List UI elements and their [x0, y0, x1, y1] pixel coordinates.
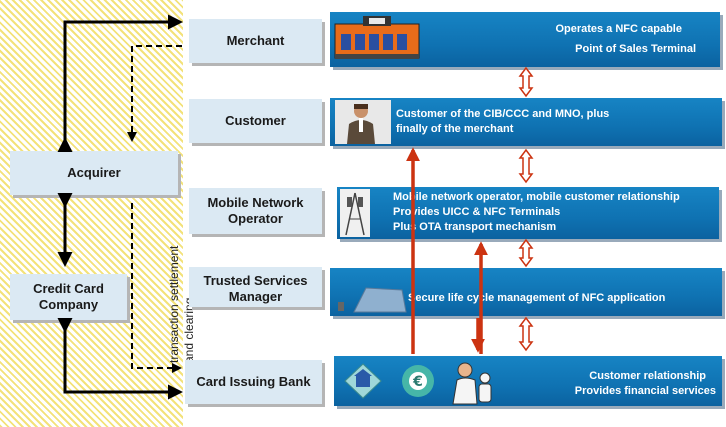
- trusted-services-manager-box: Trusted Services Manager: [189, 267, 322, 307]
- ccc-bank-arrow: [57, 318, 183, 400]
- antenna-tower-icon: [340, 189, 370, 237]
- acquirer-box: Acquirer: [10, 151, 178, 195]
- svg-text:€: €: [412, 374, 423, 390]
- customer-description-bar: Customer of the CIB/CCC and MNO, plus fi…: [330, 98, 722, 146]
- mno-desc-line3: Plus OTA transport mechanism: [393, 221, 557, 233]
- settlement-dashed-arrow: [131, 203, 182, 373]
- merchant-desc-line1: Operates a NFC capable: [555, 23, 682, 35]
- mno-label-line1: Mobile Network: [207, 195, 304, 210]
- bank-desc-line1: Customer relationship: [589, 370, 706, 382]
- bank-desc-line2: Provides financial services: [574, 385, 716, 397]
- store-icon: [334, 16, 420, 59]
- tsm-label-line1: Trusted Services: [203, 273, 308, 288]
- credit-card-company-line2: Company: [38, 297, 99, 312]
- merchant-acquirer-dashed-arrow: [127, 45, 182, 142]
- acquirer-label: Acquirer: [67, 165, 121, 180]
- credit-card-company-box: Credit Card Company: [10, 274, 127, 320]
- customer-desc-line2: finally of the merchant: [396, 123, 514, 135]
- banker-icon: [452, 362, 492, 405]
- card-issuing-bank-box: Card Issuing Bank: [185, 360, 322, 404]
- customer-desc-line1: Customer of the CIB/CCC and MNO, plus: [396, 108, 610, 120]
- mobile-network-operator-box: Mobile Network Operator: [189, 188, 322, 234]
- merchant-label: Merchant: [226, 33, 285, 48]
- card-issuing-bank-label: Card Issuing Bank: [196, 374, 311, 389]
- fingerprint-device-icon: [338, 287, 407, 313]
- customer-box: Customer: [189, 99, 322, 143]
- tsm-desc-line1: Secure life cycle management of NFC appl…: [408, 292, 666, 304]
- bank-description-bar: Customer relationship Provides financial…: [334, 356, 722, 406]
- merchant-desc-line2: Point of Sales Terminal: [575, 43, 696, 55]
- merchant-box: Merchant: [189, 19, 322, 63]
- mno-desc-line2: Provides UICC & NFC Terminals: [393, 206, 561, 218]
- acquirer-merchant-arrow: [57, 14, 183, 152]
- bank-building-icon: [344, 363, 382, 399]
- mno-description-bar: Mobile network operator, mobile customer…: [337, 187, 719, 239]
- credit-card-company-line1: Credit Card: [33, 281, 104, 296]
- customer-label: Customer: [225, 113, 286, 128]
- mno-desc-line1: Mobile network operator, mobile customer…: [393, 191, 680, 203]
- hollow-double-arrows: [518, 66, 534, 352]
- tsm-label-line2: Manager: [228, 289, 283, 304]
- mno-label-line2: Operator: [228, 211, 283, 226]
- businessman-icon: [335, 100, 391, 144]
- euro-exchange-icon: €: [402, 365, 434, 397]
